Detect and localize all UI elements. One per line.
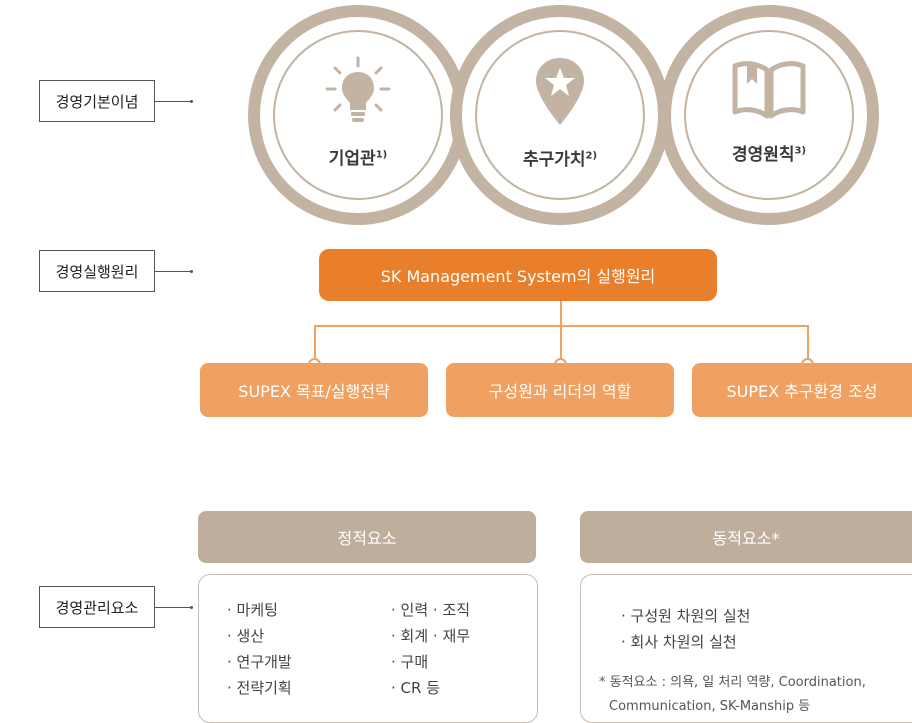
dynamic-elements-box: · 구성원 차원의 실천 · 회사 차원의 실천 * 동적요소 : 의욕, 일 … <box>580 574 912 723</box>
tree-drop-2 <box>560 325 562 363</box>
circle-title-management-principles: 경영원칙3) <box>731 144 807 165</box>
static-item: · 연구개발 <box>227 653 292 671</box>
dynamic-footnote-line2: Communication, SK-Manship 등 <box>609 699 811 714</box>
circle-corporate-view: 기업관1) <box>248 5 468 225</box>
dynamic-footnote-line1: * 동적요소 : 의욕, 일 처리 역량, Coordination, <box>599 675 866 690</box>
static-item: · 회계 · 재무 <box>391 627 471 645</box>
circle-title-corporate-view: 기업관1) <box>328 148 388 169</box>
connector-management <box>155 605 193 609</box>
circle-management-principles: 경영원칙3) <box>659 5 879 225</box>
static-item: · CR 등 <box>391 679 441 697</box>
static-item: · 마케팅 <box>227 601 278 619</box>
circle-pursued-values: 추구가치2) <box>450 5 670 225</box>
lightbulb-icon <box>323 56 393 130</box>
static-elements-box: · 마케팅 · 생산 · 연구개발 · 전략기획 · 인력 · 조직 · 회계 … <box>198 574 538 723</box>
tree-drop-1 <box>314 325 316 363</box>
dynamic-item: · 구성원 차원의 실천 <box>621 607 751 625</box>
dynamic-item: · 회사 차원의 실천 <box>621 633 737 651</box>
row-label-management: 경영관리요소 <box>39 586 155 628</box>
row-label-practice: 경영실행원리 <box>39 250 155 292</box>
static-elements-header: 정적요소 <box>198 511 536 563</box>
practice-sub-box-3: SUPEX 추구환경 조성 <box>692 363 912 417</box>
open-book-icon <box>729 60 809 126</box>
tree-drop-3 <box>807 325 809 363</box>
map-pin-star-icon <box>530 57 590 131</box>
dynamic-elements-header: 동적요소* <box>580 511 912 563</box>
connector-basic <box>155 99 193 103</box>
practice-sub-box-2: 구성원과 리더의 역할 <box>446 363 674 417</box>
static-item: · 전략기획 <box>227 679 292 697</box>
circle-title-pursued-values: 추구가치2) <box>522 149 598 170</box>
tree-trunk-line <box>560 301 562 325</box>
static-item: · 구매 <box>391 653 429 671</box>
practice-sub-box-1: SUPEX 목표/실행전략 <box>200 363 428 417</box>
practice-main-box: SK Management System의 실행원리 <box>319 249 717 301</box>
row-label-basic: 경영기본이념 <box>39 80 155 122</box>
static-item: · 인력 · 조직 <box>391 601 471 619</box>
static-item: · 생산 <box>227 627 265 645</box>
connector-practice <box>155 269 193 273</box>
